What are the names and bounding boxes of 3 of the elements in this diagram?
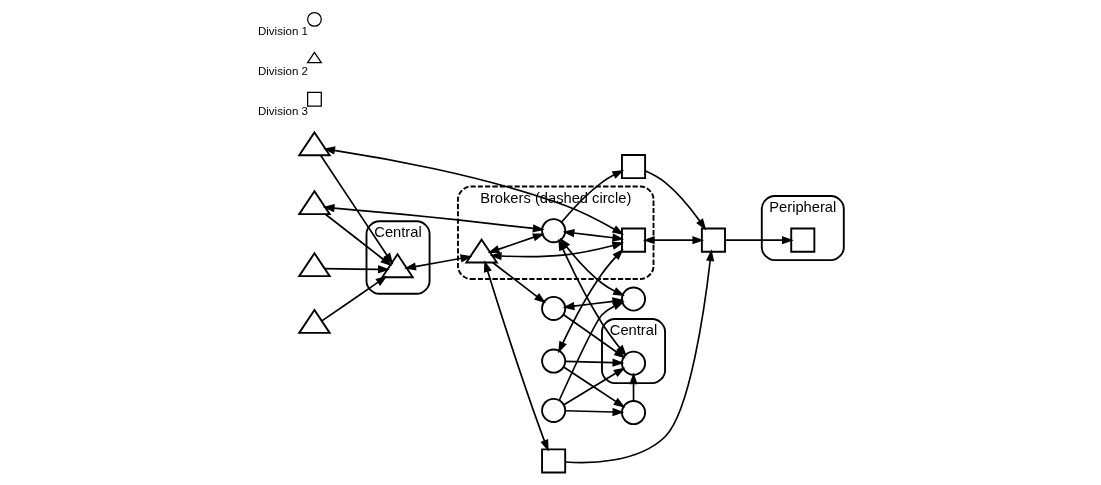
legend-label: Division 1 [257, 25, 308, 38]
legend-label: Division 2 [257, 65, 308, 78]
legend-label: Division 3 [257, 105, 308, 118]
